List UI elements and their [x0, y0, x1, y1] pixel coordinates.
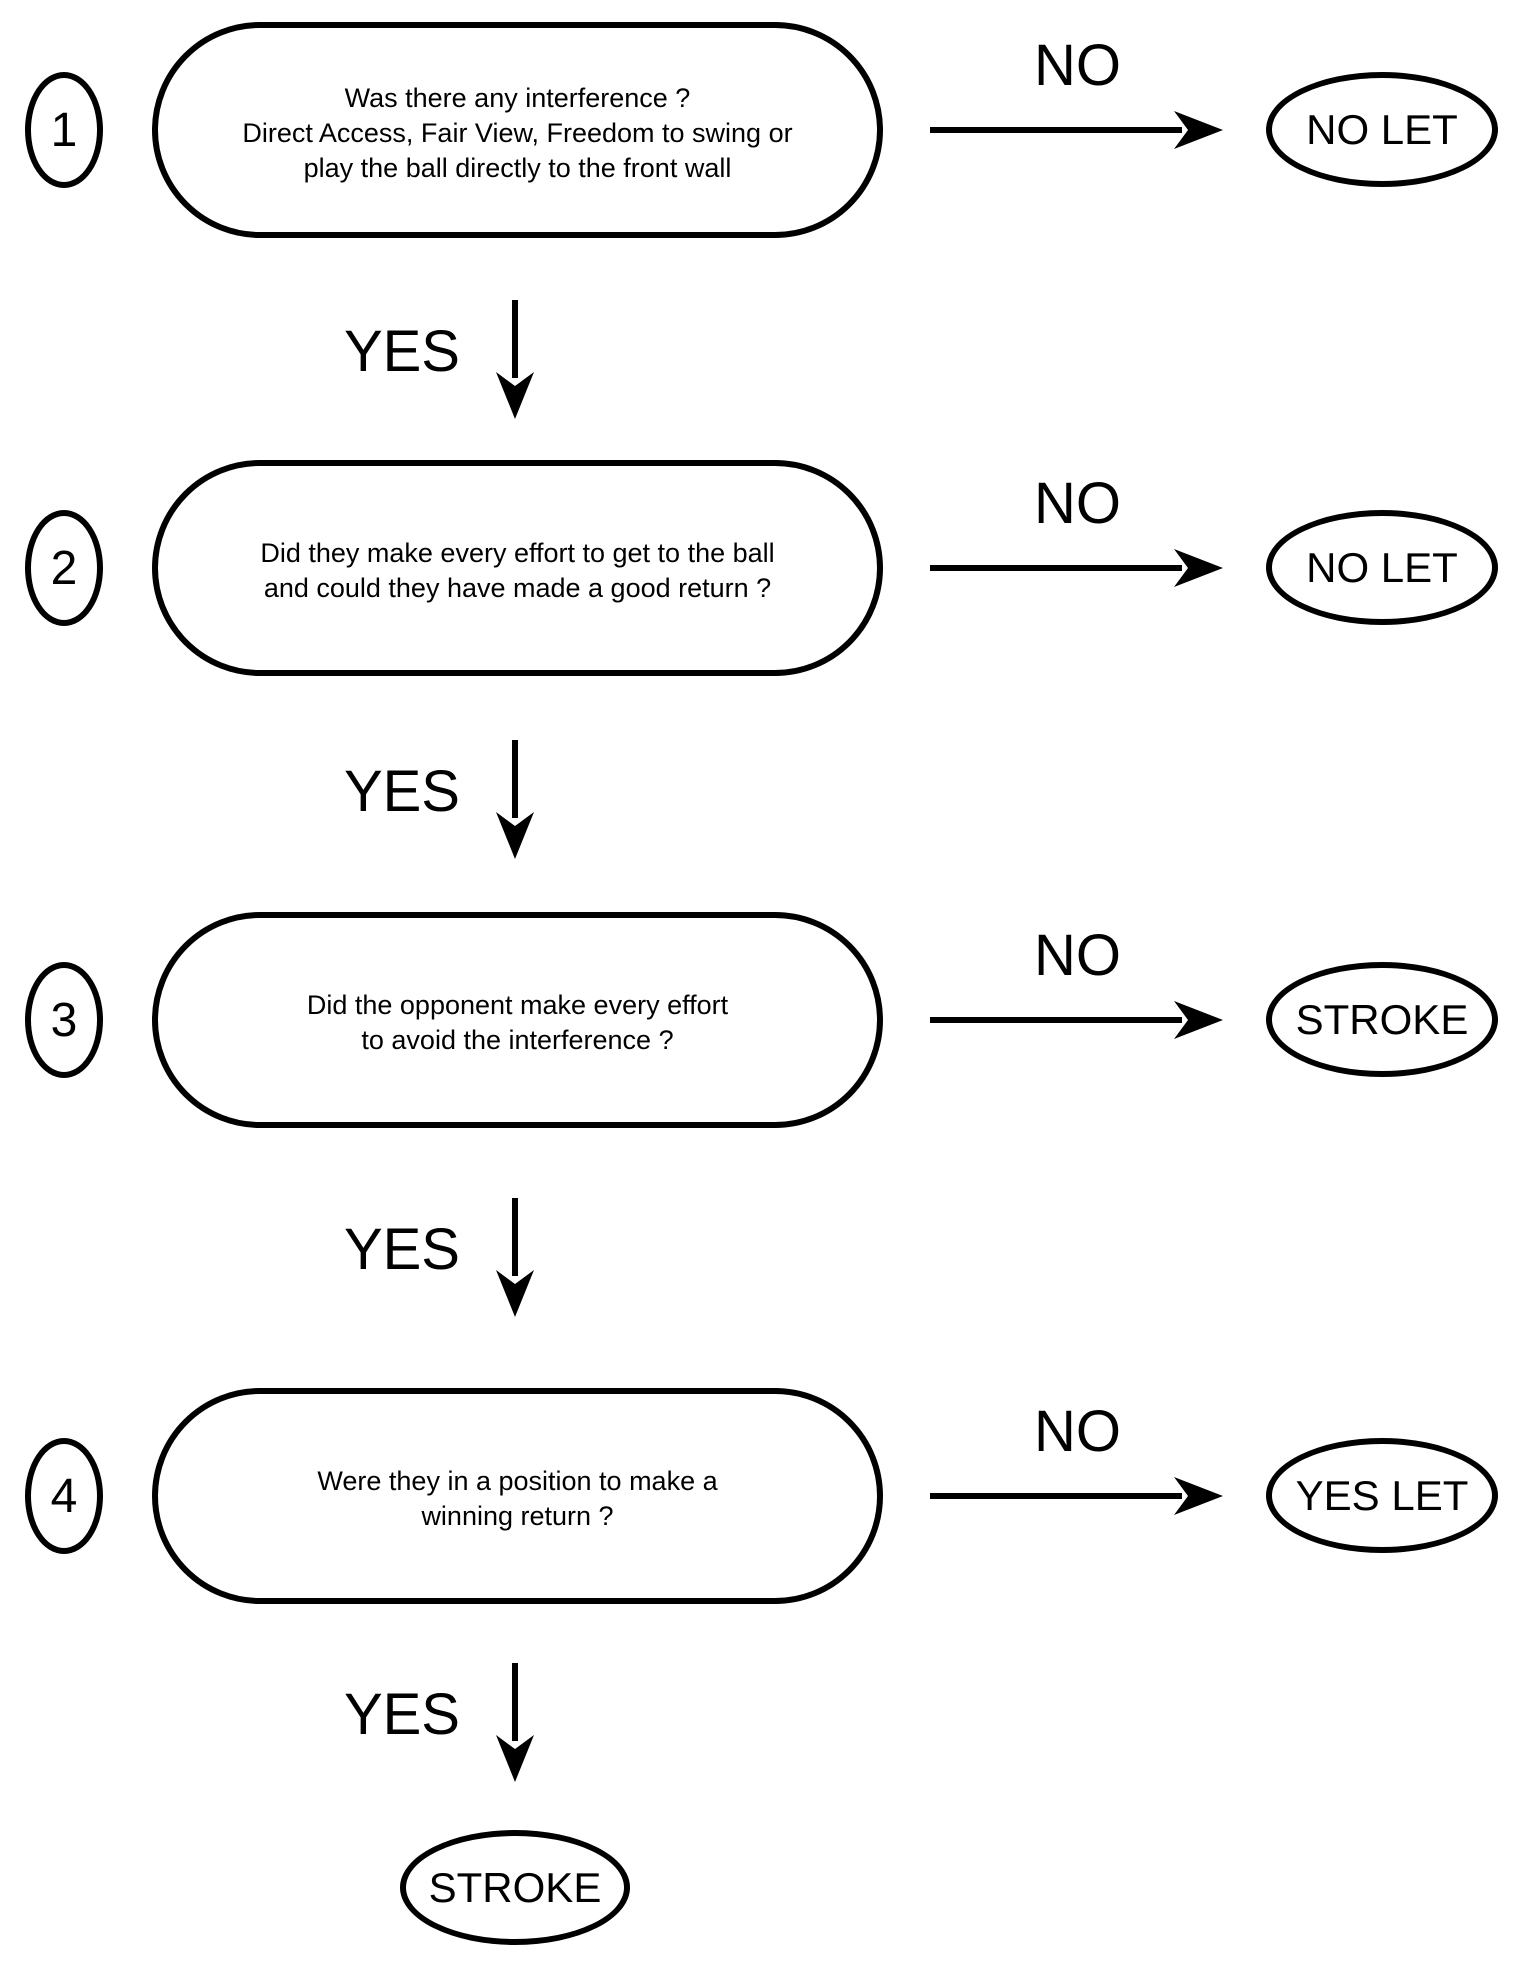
yes-arrow-connector-4	[496, 1663, 534, 1782]
result-1-text: NO LET	[1306, 105, 1458, 153]
yes-arrow-connector-1	[496, 300, 534, 419]
yes-arrow-connector-3	[496, 1198, 534, 1317]
result-2-text: NO LET	[1306, 543, 1458, 591]
step-4-circle: 4	[25, 1438, 103, 1554]
yes-branch-label-2: YES	[343, 759, 460, 824]
no-branch-label-1: NO	[1034, 33, 1121, 98]
question-box-1: Was there any interference ? Direct Acce…	[152, 22, 883, 238]
result-ellipse-yes-let: YES LET	[1266, 1438, 1498, 1553]
no-arrow-connector-3	[930, 1001, 1223, 1039]
result-ellipse-no-let-1: NO LET	[1266, 72, 1498, 187]
result-ellipse-stroke: STROKE	[1266, 962, 1498, 1077]
yes-branch-label-1: YES	[343, 319, 460, 384]
final-result-ellipse-stroke: STROKE	[400, 1830, 630, 1945]
question-4-text: Were they in a position to make a winnin…	[317, 1466, 718, 1531]
question-1-text: Was there any interference ? Direct Acce…	[242, 82, 793, 183]
final-result-text: STROKE	[428, 1863, 602, 1911]
question-box-2: Did they make every effort to get to the…	[152, 460, 883, 676]
question-3-text: Did the opponent make every effort to av…	[306, 990, 729, 1055]
step-2-circle: 2	[25, 510, 103, 626]
no-arrow-connector-4	[930, 1477, 1223, 1515]
result-ellipse-no-let-2: NO LET	[1266, 510, 1498, 625]
no-branch-label-4: NO	[1034, 1399, 1121, 1464]
step-3-number: 3	[50, 993, 78, 1047]
step-3-circle: 3	[25, 962, 103, 1078]
yes-arrow-connector-2	[496, 740, 534, 859]
no-arrow-connector-2	[930, 549, 1223, 587]
no-branch-label-3: NO	[1034, 923, 1121, 988]
step-1-circle: 1	[25, 72, 103, 188]
yes-branch-label-4: YES	[343, 1682, 460, 1747]
result-4-text: YES LET	[1295, 1471, 1469, 1519]
no-arrow-connector-1	[930, 111, 1223, 149]
step-2-number: 2	[50, 541, 78, 595]
question-2-text: Did they make every effort to get to the…	[260, 538, 775, 603]
result-3-text: STROKE	[1295, 995, 1469, 1043]
no-branch-label-2: NO	[1034, 471, 1121, 536]
step-1-number: 1	[50, 103, 78, 157]
question-box-3: Did the opponent make every effort to av…	[152, 912, 883, 1128]
question-box-4: Were they in a position to make a winnin…	[152, 1388, 883, 1604]
yes-branch-label-3: YES	[343, 1217, 460, 1282]
step-4-number: 4	[50, 1469, 78, 1523]
